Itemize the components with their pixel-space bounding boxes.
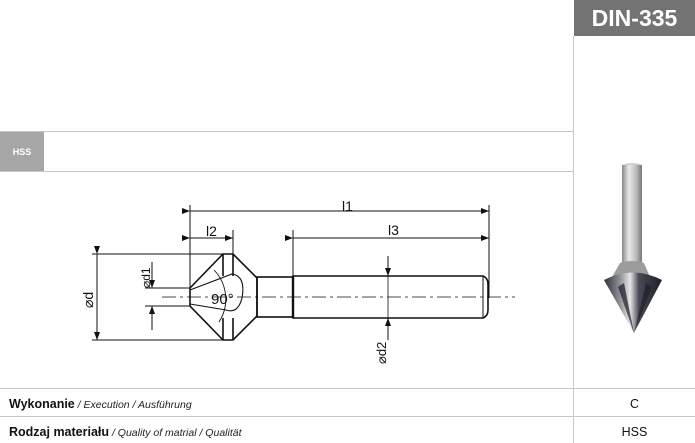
divider — [0, 131, 573, 132]
standard-badge: DIN-335 — [574, 0, 695, 36]
label-d2: ⌀d2 — [374, 342, 389, 364]
label-l3: l3 — [388, 222, 399, 238]
divider — [0, 171, 573, 172]
spec-label-pl: Wykonanie — [9, 397, 75, 411]
countersink-tool-photo — [604, 163, 662, 333]
label-d: ⌀d — [80, 292, 96, 308]
label-d1: ⌀d1 — [139, 267, 153, 288]
label-angle: 90° — [211, 291, 234, 308]
spec-label-pl: Rodzaj materiału — [9, 425, 110, 439]
spec-value-material: HSS — [621, 425, 648, 439]
spec-label-execution: Wykonanie / Execution / Ausführung — [9, 397, 192, 411]
column-divider — [573, 36, 574, 443]
divider — [0, 388, 695, 389]
divider — [0, 416, 695, 417]
label-l2: l2 — [206, 223, 217, 239]
technical-drawing: l1 l2 l3 90° ⌀d ⌀d1 ⌀d2 — [80, 198, 515, 364]
spec-label-translations: / Execution / Ausführung — [74, 399, 192, 411]
spec-value-execution: C — [629, 397, 640, 411]
spec-label-translations: / Quality of matrial / Qualität — [109, 427, 242, 439]
spec-label-material: Rodzaj materiału / Quality of matrial / … — [9, 425, 242, 439]
material-tag: HSS — [0, 132, 44, 171]
shank — [292, 275, 489, 319]
label-l1: l1 — [342, 198, 353, 214]
